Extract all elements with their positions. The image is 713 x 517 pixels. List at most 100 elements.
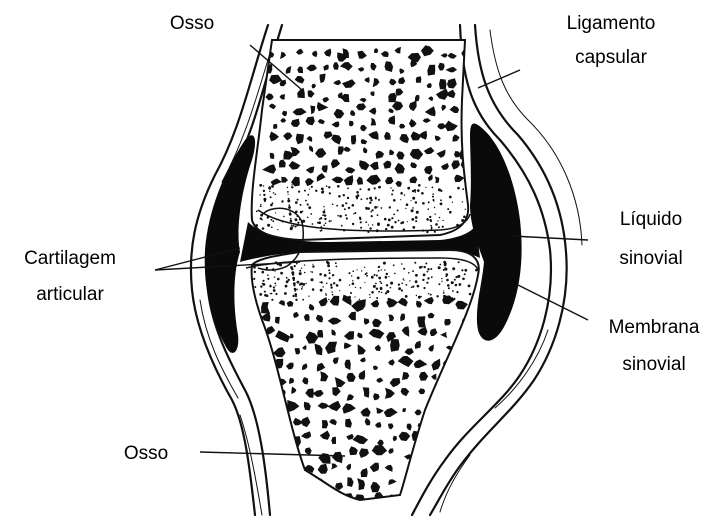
bone-dot xyxy=(431,276,433,278)
bone-dot xyxy=(384,269,385,270)
bone-dot xyxy=(408,272,410,274)
bone-dot xyxy=(280,272,283,275)
bone-dot xyxy=(401,283,403,285)
bone-dot xyxy=(457,187,460,190)
bone-dot xyxy=(390,287,392,289)
bone-dot xyxy=(478,280,481,283)
bone-dot xyxy=(380,288,383,291)
bone-dot xyxy=(339,215,342,218)
bone-dot xyxy=(371,276,374,279)
bone-dot xyxy=(387,224,390,227)
bone-dot xyxy=(432,199,434,201)
bone-dot xyxy=(284,292,287,295)
bone-dot xyxy=(322,190,324,192)
bone-dot xyxy=(369,227,371,229)
bone-dot xyxy=(450,212,451,213)
bone-dot xyxy=(415,216,418,219)
bone-dot xyxy=(393,214,395,216)
bone-dot xyxy=(322,214,324,216)
bone-dot xyxy=(325,222,327,224)
bone-dot xyxy=(323,286,324,287)
bone-dot xyxy=(302,286,304,288)
bone-dot xyxy=(385,228,387,230)
bone-dot xyxy=(418,184,421,187)
bone-dot xyxy=(267,278,269,280)
trabecula xyxy=(446,468,454,474)
bone-dot xyxy=(315,190,317,192)
bone-dot xyxy=(287,191,289,193)
trabecula xyxy=(303,499,309,504)
bone-dot xyxy=(352,270,354,272)
trabecula xyxy=(457,477,468,485)
bone-dot xyxy=(259,293,262,296)
bone-dot xyxy=(381,207,383,209)
bone-dot xyxy=(279,264,282,267)
bone-dot xyxy=(292,273,294,275)
bone-dot xyxy=(388,219,391,222)
bone-dot xyxy=(412,270,414,272)
bone-dot xyxy=(371,215,373,217)
bone-dot xyxy=(442,220,443,221)
trabecula xyxy=(317,330,323,338)
bone-dot xyxy=(417,285,420,288)
bone-dot xyxy=(255,224,258,227)
bone-dot xyxy=(288,204,290,206)
trabecula xyxy=(291,467,296,473)
bone-dot xyxy=(351,275,352,276)
trabecula xyxy=(428,431,439,441)
bone-dot xyxy=(327,265,330,268)
bone-dot xyxy=(336,266,338,268)
bone-dot xyxy=(378,186,381,189)
bone-dot xyxy=(469,293,472,296)
bone-dot xyxy=(259,184,262,187)
bone-dot xyxy=(369,197,372,200)
trabecula xyxy=(462,123,470,131)
bone-dot xyxy=(445,268,448,271)
trabecula xyxy=(275,401,282,411)
bone-dot xyxy=(466,228,467,229)
trabecula xyxy=(446,406,454,413)
bone-dot xyxy=(458,261,460,263)
bone-dot xyxy=(447,208,449,210)
bone-dot xyxy=(329,272,331,274)
bone-dot xyxy=(401,289,403,291)
label-capsular-ligament-line1: Ligamento xyxy=(567,13,656,34)
bone-dot xyxy=(369,297,370,298)
bone-dot xyxy=(446,273,449,276)
bone-dot xyxy=(385,277,386,278)
bone-dot xyxy=(376,297,378,299)
bone-dot xyxy=(443,261,446,264)
bone-dot xyxy=(347,197,349,199)
bone-dot xyxy=(297,199,299,201)
trabecula xyxy=(418,461,430,470)
bone-dot xyxy=(352,204,355,207)
bone-dot xyxy=(376,275,377,276)
bone-dot xyxy=(291,268,293,270)
bone-dot xyxy=(267,224,270,227)
label-bone-bottom: Osso xyxy=(124,443,168,464)
trabecula xyxy=(261,409,266,415)
bone-dot xyxy=(312,271,314,273)
bone-dot xyxy=(365,207,367,209)
bone-dot xyxy=(270,196,272,198)
bone-dot xyxy=(455,276,457,278)
trabecula xyxy=(428,409,434,416)
trabecula xyxy=(279,434,286,440)
upper-bone xyxy=(252,40,476,240)
bone-dot xyxy=(441,278,442,279)
bone-dot xyxy=(442,226,444,228)
bone-dot xyxy=(273,289,276,292)
bone-dot xyxy=(292,267,293,268)
bone-dot xyxy=(345,214,347,216)
bone-dot xyxy=(338,195,341,198)
bone-dot xyxy=(411,209,414,212)
bone-dot xyxy=(260,204,261,205)
bone-dot xyxy=(326,261,329,264)
bone-dot xyxy=(457,275,460,278)
bone-dot xyxy=(409,280,410,281)
bone-dot xyxy=(427,278,429,280)
bone-dot xyxy=(294,265,296,267)
trabecula xyxy=(457,424,464,430)
bone-dot xyxy=(438,283,440,285)
